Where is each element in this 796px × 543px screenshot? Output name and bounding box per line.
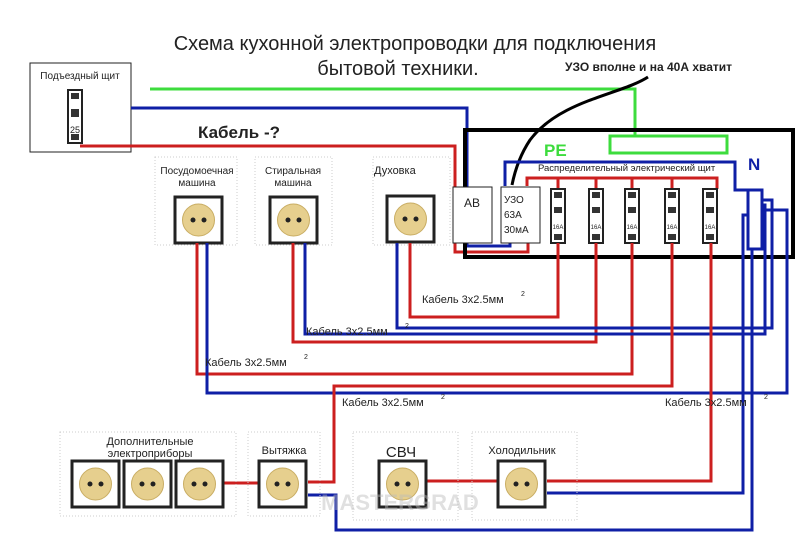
- cable-label-4: Кабель 3х2.5мм 2: [342, 394, 445, 409]
- zone-fridge: [471, 431, 578, 521]
- cable-label-1: Кабель 3х2.5мм 2: [422, 291, 525, 306]
- washer-label-2: машина: [274, 178, 312, 189]
- fridge-neutral-wire: [547, 213, 748, 495]
- fridge-label: Холодильник: [488, 445, 555, 457]
- rcd-uzo: [500, 186, 541, 244]
- cable-label-3: Кабель 3х2.5мм 2: [205, 354, 308, 369]
- title-line1: Схема кухонной электропроводки для подкл…: [174, 33, 657, 55]
- rcd-line3: 30мА: [504, 225, 529, 236]
- ab-label: АВ: [464, 196, 480, 210]
- zone-hood: [247, 431, 321, 517]
- annotation-text: УЗО вполне и на 40А хватит: [565, 60, 732, 74]
- entry-panel-label: Подъездный щит: [40, 71, 120, 82]
- title-line2: бытовой техники.: [317, 58, 478, 80]
- washer-phase-wire: [291, 243, 598, 344]
- breaker-3-rating: 16А: [627, 225, 638, 231]
- hood-phase-wire: [308, 243, 674, 484]
- fridge-phase-wire: [547, 243, 713, 483]
- outlet-extra-3: [174, 459, 225, 509]
- oven-label: Духовка: [374, 165, 417, 177]
- breaker-1-rating: 16А: [553, 225, 564, 231]
- oven-neutral-wire: [395, 198, 774, 330]
- cable-label-sup: 2: [304, 354, 308, 361]
- cable-label-2: Кабель 3х2.5мм 2: [306, 323, 409, 338]
- phase-supply-wire: [80, 144, 530, 254]
- hood-neutral-wire: [308, 249, 754, 532]
- breaker-5-rating: 16А: [705, 225, 716, 231]
- cable-label-text: Кабель 3х2.5мм: [342, 397, 424, 409]
- watermark: MASTERGRAD: [321, 490, 479, 515]
- outlet-dishwasher: [173, 195, 224, 245]
- panel-title: Распределительный электрический щит: [538, 163, 716, 174]
- outlet-oven: [385, 194, 436, 244]
- extra-label-2: электроприборы: [108, 448, 193, 460]
- cable-question-label: Кабель -?: [198, 123, 280, 142]
- breaker-2: 16А: [588, 188, 604, 244]
- neutral-busbar: [746, 188, 764, 251]
- breaker-4: 16А: [664, 188, 680, 244]
- breaker-1: 16А: [550, 188, 566, 244]
- outlet-extra-1: [70, 459, 121, 509]
- dishwasher-neutral-wire: [205, 208, 789, 395]
- outlet-fridge: [496, 459, 547, 509]
- breaker-5: 16А: [702, 188, 718, 244]
- breaker-2-rating: 16А: [591, 225, 602, 231]
- entry-breaker-rating: 25: [70, 125, 80, 135]
- breaker-3: 16А: [624, 188, 640, 244]
- zone-extra-appliances: [59, 431, 237, 517]
- cable-label-sup: 2: [405, 323, 409, 330]
- rcd-line1: УЗО: [504, 195, 524, 206]
- washer-neutral-wire: [303, 203, 767, 336]
- main-breaker-ab: [452, 186, 493, 244]
- cable-label-sup: 2: [764, 394, 768, 401]
- hood-label: Вытяжка: [262, 445, 308, 457]
- n-label: N: [748, 155, 760, 174]
- dishwasher-label-1: Посудомоечная: [160, 166, 233, 177]
- extra-label-1: Дополнительные: [106, 436, 193, 448]
- breaker-4-rating: 16А: [667, 225, 678, 231]
- outlet-washer: [268, 195, 319, 245]
- oven-phase-wire: [408, 243, 560, 319]
- outlet-extra-2: [122, 459, 173, 509]
- cable-label-text: Кабель 3х2.5мм: [665, 397, 747, 409]
- pe-label: PE: [544, 141, 567, 160]
- earth-supply-wire: [150, 87, 637, 135]
- rcd-line2: 63А: [504, 210, 522, 221]
- microwave-label: СВЧ: [386, 444, 416, 461]
- outlet-hood: [257, 459, 308, 509]
- cable-label-text: Кабель 3х2.5мм: [306, 326, 388, 338]
- cable-label-text: Кабель 3х2.5мм: [205, 357, 287, 369]
- dishwasher-phase-wire: [195, 243, 634, 376]
- cable-label-5: Кабель 3х2.5мм 2: [665, 394, 768, 409]
- washer-label-1: Стиральная: [265, 166, 321, 177]
- pe-busbar: [608, 134, 729, 155]
- cable-label-text: Кабель 3х2.5мм: [422, 294, 504, 306]
- neutral-bus-wire: [503, 160, 748, 192]
- phase-busbar: [525, 176, 719, 189]
- entry-breaker: [67, 89, 83, 144]
- dishwasher-label-2: машина: [178, 178, 216, 189]
- zone-microwave: [352, 431, 459, 521]
- cable-label-sup: 2: [441, 394, 445, 401]
- cable-label-sup: 2: [521, 291, 525, 298]
